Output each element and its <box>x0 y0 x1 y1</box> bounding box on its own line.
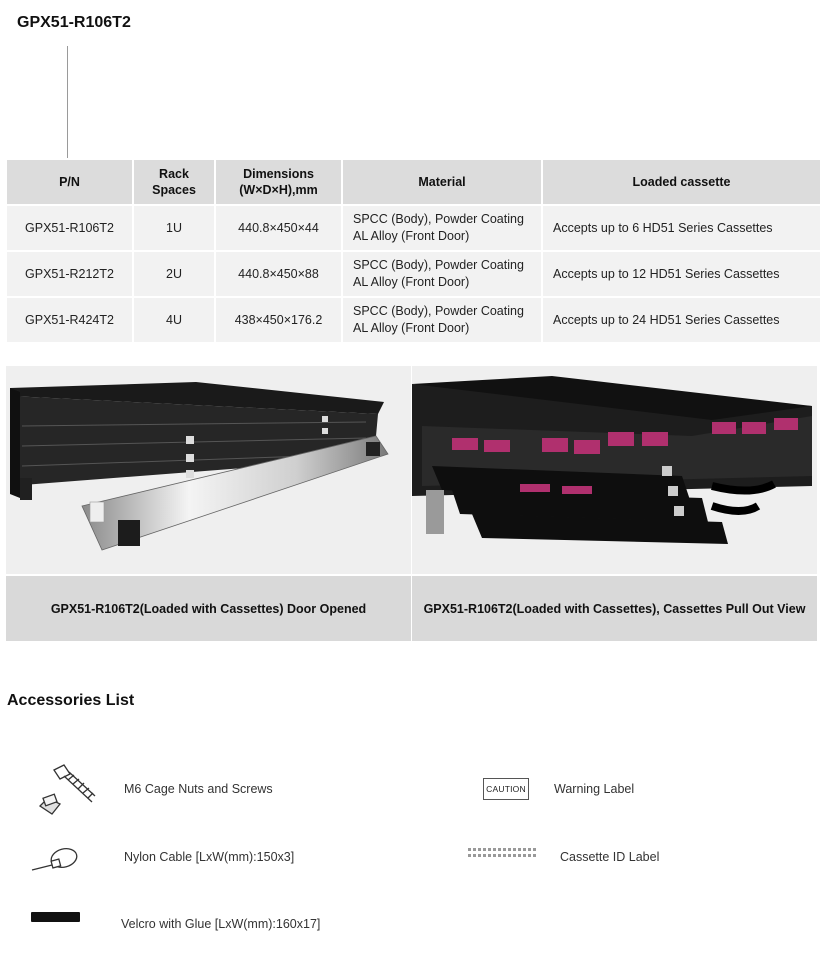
accessory-velcro-label: Velcro with Glue [LxW(mm):160x17] <box>121 917 321 931</box>
accessory-warning-label: Warning Label <box>554 782 635 796</box>
photo-door-opened <box>6 366 411 574</box>
header-dimensions: Dimensions(W×D×H),mm <box>216 160 343 206</box>
table-row: GPX51-R106T2 1U 440.8×450×44 SPCC (Body)… <box>7 206 820 252</box>
cell-dimensions: 440.8×450×44 <box>216 206 343 252</box>
cell-rack: 1U <box>134 206 216 252</box>
cell-pn: GPX51-R106T2 <box>7 206 134 252</box>
cell-pn: GPX51-R212T2 <box>7 252 134 298</box>
cell-pn: GPX51-R424T2 <box>7 298 134 344</box>
photo-cassettes-pull-out <box>412 366 817 574</box>
caution-label-icon: CAUTION <box>483 778 529 800</box>
accessory-nylon-cable-label: Nylon Cable [LxW(mm):150x3] <box>124 850 295 864</box>
table-row: GPX51-R424T2 4U 438×450×176.2 SPCC (Body… <box>7 298 820 344</box>
cassette-id-label-icon <box>468 848 536 857</box>
cell-dimensions: 440.8×450×88 <box>216 252 343 298</box>
header-material: Material <box>343 160 543 206</box>
product-photos: GPX51-R106T2(Loaded with Cassettes) Door… <box>6 366 817 642</box>
callout-line <box>67 46 68 158</box>
page-title: GPX51-R106T2 <box>17 14 131 31</box>
caption-cassettes-pull-out: GPX51-R106T2(Loaded with Cassettes), Cas… <box>412 574 817 641</box>
accessories-title: Accessories List <box>7 692 135 709</box>
velcro-strip-icon <box>31 912 80 922</box>
cell-cassette: Accepts up to 12 HD51 Series Cassettes <box>543 252 820 298</box>
header-pn: P/N <box>7 160 134 206</box>
patch-panel-door-opened-illustration <box>10 382 389 551</box>
patch-panel-pull-out-illustration <box>412 376 812 544</box>
caption-door-opened: GPX51-R106T2(Loaded with Cassettes) Door… <box>6 574 411 641</box>
accessory-cage-nuts-label: M6 Cage Nuts and Screws <box>124 782 273 796</box>
cage-nut-screw-icon <box>38 764 96 815</box>
accessory-cassette-id-label: Cassette ID Label <box>560 850 660 864</box>
table-row: GPX51-R212T2 2U 440.8×450×88 SPCC (Body)… <box>7 252 820 298</box>
cell-cassette: Accepts up to 24 HD51 Series Cassettes <box>543 298 820 344</box>
cell-rack: 2U <box>134 252 216 298</box>
cell-cassette: Accepts up to 6 HD51 Series Cassettes <box>543 206 820 252</box>
cell-dimensions: 438×450×176.2 <box>216 298 343 344</box>
nylon-cable-tie-icon <box>31 848 78 871</box>
header-loaded-cassette: Loaded cassette <box>543 160 820 206</box>
cell-rack: 4U <box>134 298 216 344</box>
